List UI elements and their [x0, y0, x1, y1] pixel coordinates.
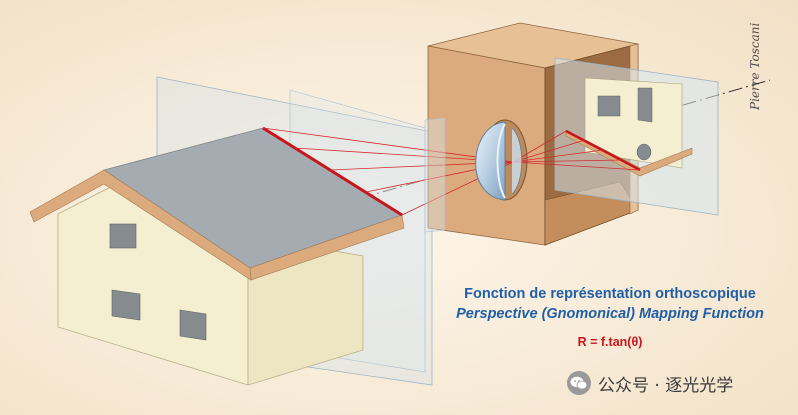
projected-window [597, 95, 621, 117]
object-ridge-line [262, 126, 403, 217]
projected-roof-trim [565, 129, 693, 177]
projected-wall [584, 77, 683, 169]
house [29, 126, 405, 386]
lens-pane [424, 117, 446, 233]
artist-signature: Pierre Toscani [748, 22, 762, 110]
house-window [111, 289, 141, 321]
lens-element [511, 127, 523, 195]
projected-window [637, 87, 653, 123]
ray [512, 149, 604, 163]
ray [512, 139, 586, 163]
house-window [179, 309, 207, 341]
watermark: 公众号 · 逐光光学 [566, 370, 733, 396]
lens-rim [496, 123, 506, 199]
lens [475, 121, 523, 201]
mapping-formula: R = f.tan(θ) [577, 335, 643, 349]
ray [512, 161, 641, 171]
house-gable-trim [29, 169, 252, 281]
lens-dome [475, 121, 506, 201]
image-ridge-line [565, 129, 641, 172]
wechat-icon [567, 371, 591, 395]
ray [262, 127, 514, 163]
caption-title-english: Perspective (Gnomonical) Mapping Functio… [456, 306, 764, 322]
caption-title-french: Fonction de représentation orthoscopique [464, 286, 756, 302]
watermark-label: 公众号 · 逐光光学 [598, 375, 734, 396]
projected-window [636, 143, 652, 161]
house-window [109, 223, 137, 249]
ray [512, 159, 622, 163]
